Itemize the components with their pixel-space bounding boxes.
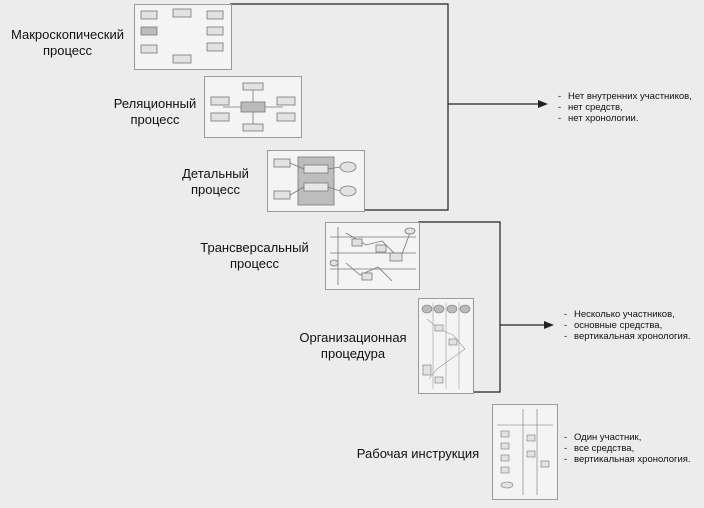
bullet-item: -вертикальная хронология. (564, 454, 691, 465)
level-label-relational: Реляционный процесс (113, 96, 197, 127)
bullets-group-2: -Несколько участников, -основные средств… (564, 309, 691, 342)
bullets-group-3: -Один участник, -все средства, -вертикал… (564, 432, 691, 465)
level-label-detailed: Детальный процесс (182, 166, 249, 197)
level-label-work-instruction: Рабочая инструкция (356, 446, 480, 461)
bullet-item: -Несколько участников, (564, 309, 675, 320)
arrowhead-2 (544, 321, 554, 329)
bullet-item: -основные средства, (564, 320, 663, 331)
thumbnail-detailed (267, 150, 365, 212)
bracket-group-2 (418, 221, 501, 393)
bullet-item: -Нет внутренних участников, (558, 91, 692, 102)
arrowhead-1 (538, 100, 548, 108)
thumbnail-work-instruction (492, 404, 558, 500)
thumbnail-relational (204, 76, 302, 138)
level-label-transversal: Трансверсальный процесс (200, 240, 309, 271)
bullets-group-1: -Нет внутренних участников, -нет средств… (558, 91, 692, 124)
bullet-item: -все средства, (564, 443, 635, 454)
thumbnail-macroscopic (134, 4, 232, 70)
bracket-group-1 (230, 3, 449, 211)
level-label-macroscopic: Макроскопический процесс (11, 27, 124, 58)
bullet-item: -нет хронологии. (558, 113, 639, 124)
bullet-item: -вертикальная хронология. (564, 331, 691, 342)
bullet-item: -Один участник, (564, 432, 642, 443)
bullet-item: -нет средств, (558, 102, 623, 113)
level-label-organizational: Организационная процедура (299, 330, 407, 361)
thumbnail-organizational (418, 298, 474, 394)
thumbnail-transversal (325, 222, 420, 290)
